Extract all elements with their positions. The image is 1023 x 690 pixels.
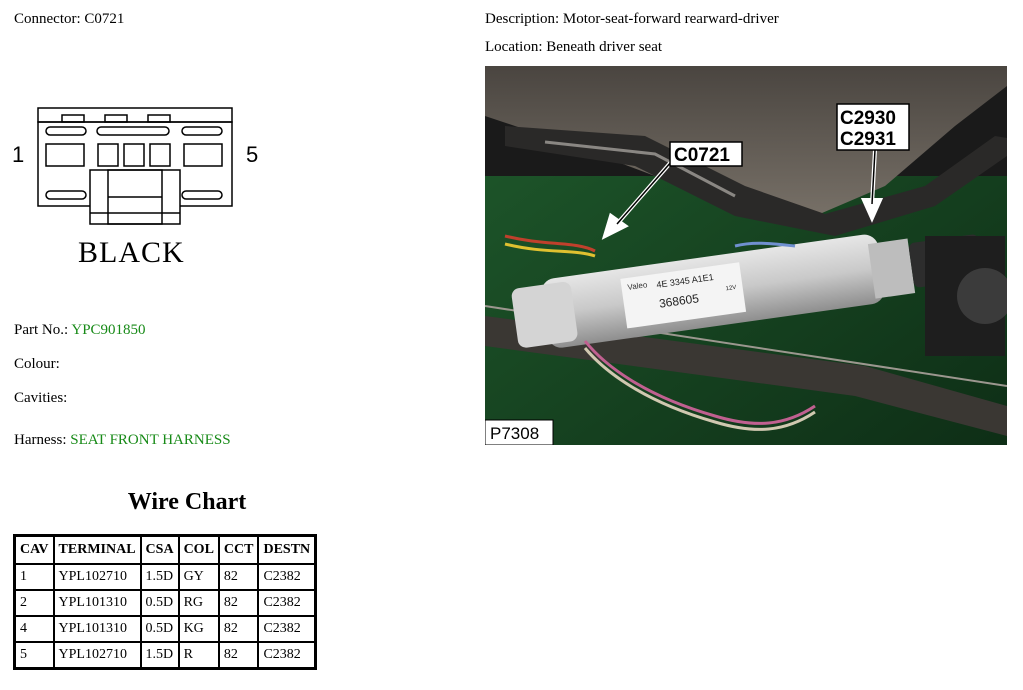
photo-id-label: P7308: [490, 424, 539, 443]
part-no-line: Part No.: YPC901850: [14, 322, 146, 339]
colour-line: Colour:: [14, 356, 60, 373]
harness-label: Harness:: [14, 432, 67, 448]
table-row: 5 YPL102710 1.5D R 82 C2382: [13, 641, 317, 670]
connector-line: Connector: C0721: [14, 11, 124, 28]
table-header-row: CAV TERMINAL CSA COL CCT DESTN: [13, 534, 317, 565]
cell-terminal: YPL101310: [52, 589, 142, 617]
cell-destn: C2382: [257, 563, 317, 591]
column-header-cav: CAV: [13, 534, 55, 565]
motor-brand-text: Valeo: [627, 280, 648, 292]
column-header-csa: CSA: [139, 534, 180, 565]
cell-csa: 1.5D: [139, 641, 180, 670]
column-header-col: COL: [177, 534, 220, 565]
motor-serial-text: 368605: [658, 291, 700, 310]
location-value: Beneath driver seat: [546, 39, 663, 55]
cell-cct: 82: [217, 615, 260, 643]
connector-face-diagram: 1 5 BLACK: [12, 107, 258, 269]
cell-csa: 0.5D: [139, 589, 180, 617]
table-row: 4 YPL101310 0.5D KG 82 C2382: [13, 615, 317, 643]
cavities-line: Cavities:: [14, 390, 67, 407]
pin-1-label: 1: [12, 142, 24, 167]
location-label: Location:: [485, 39, 543, 55]
cell-cct: 82: [217, 589, 260, 617]
cell-cav: 1: [13, 563, 55, 591]
cell-cct: 82: [217, 641, 260, 670]
connector-color-label: BLACK: [78, 236, 185, 269]
description-label: Description:: [485, 11, 560, 27]
location-line: Location: Beneath driver seat: [485, 39, 662, 56]
harness-line: Harness: SEAT FRONT HARNESS: [14, 432, 231, 449]
cell-destn: C2382: [257, 589, 317, 617]
table-row: 2 YPL101310 0.5D RG 82 C2382: [13, 589, 317, 617]
cell-terminal: YPL102710: [52, 641, 142, 670]
cell-cct: 82: [217, 563, 260, 591]
wire-chart-title: Wire Chart: [127, 489, 247, 515]
cavities-label: Cavities:: [14, 390, 68, 406]
part-no-link[interactable]: YPC901850: [71, 322, 146, 338]
cell-csa: 0.5D: [139, 615, 180, 643]
harness-link[interactable]: SEAT FRONT HARNESS: [70, 432, 231, 448]
connector-label: Connector:: [14, 11, 81, 27]
motor-voltage-text: 12V: [725, 285, 736, 292]
cell-col: R: [177, 641, 220, 670]
cell-terminal: YPL102710: [52, 563, 142, 591]
cell-terminal: YPL101310: [52, 615, 142, 643]
callout-c2931: C2931: [840, 129, 896, 150]
connector-value: C0721: [84, 11, 125, 27]
column-header-cct: CCT: [217, 534, 260, 565]
location-photo: Valeo 4E 3345 A1E1 368605 12V C0721 C293…: [485, 66, 1007, 445]
description-value: Motor-seat-forward rearward-driver: [562, 11, 779, 27]
pin-5-label: 5: [246, 142, 258, 167]
part-no-label: Part No.:: [14, 322, 69, 338]
cell-cav: 5: [13, 641, 55, 670]
cell-csa: 1.5D: [139, 563, 180, 591]
wire-chart-table: CAV TERMINAL CSA COL CCT DESTN 1 YPL1027…: [13, 534, 318, 670]
column-header-destn: DESTN: [257, 534, 317, 565]
cell-destn: C2382: [257, 641, 317, 670]
colour-label: Colour:: [14, 356, 60, 372]
callout-c0721: C0721: [674, 145, 730, 166]
callout-c2930: C2930: [840, 108, 896, 129]
table-row: 1 YPL102710 1.5D GY 82 C2382: [13, 563, 317, 591]
description-line: Description: Motor-seat-forward rearward…: [485, 11, 779, 28]
cell-cav: 2: [13, 589, 55, 617]
cell-cav: 4: [13, 615, 55, 643]
cell-col: GY: [177, 563, 220, 591]
column-header-terminal: TERMINAL: [52, 534, 142, 565]
cell-destn: C2382: [257, 615, 317, 643]
cell-col: RG: [177, 589, 220, 617]
cell-col: KG: [177, 615, 220, 643]
